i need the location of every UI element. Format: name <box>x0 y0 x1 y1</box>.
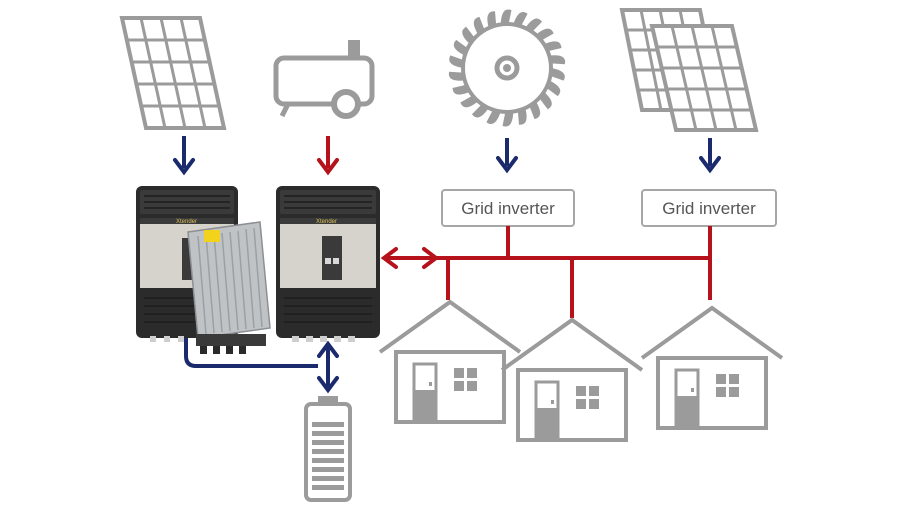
solar-right-arrow <box>699 138 721 174</box>
grid-inverter-box-1: Grid inverter <box>441 189 575 227</box>
turbine-blade <box>448 71 465 81</box>
turbine-blade <box>549 55 566 65</box>
mppt-charge-controller-device <box>187 221 271 354</box>
turbine-blade <box>487 11 497 28</box>
svg-text:Xtender: Xtender <box>316 219 337 225</box>
generator-arrow <box>317 136 339 176</box>
inverter-charger-device-right: Xtender <box>276 186 380 342</box>
grid-inverter-label: Grid inverter <box>662 199 756 218</box>
ac-bus-lines <box>380 226 712 318</box>
solar-panel-icon <box>119 16 227 130</box>
turbine-blade <box>517 108 527 125</box>
turbine-axle <box>503 64 511 72</box>
solar-arrow <box>173 136 195 176</box>
house-icon <box>640 305 784 430</box>
turbine-blade <box>550 68 565 81</box>
generator-icon <box>273 40 375 119</box>
turbine-blade <box>486 109 501 125</box>
turbine-blade <box>500 9 512 25</box>
dc-battery-lines <box>184 338 339 394</box>
house-icon <box>500 317 644 442</box>
grid-inverter-box-2: Grid inverter <box>641 189 777 227</box>
house-icon <box>378 299 522 424</box>
turbine-blade <box>449 55 464 68</box>
grid-inverter-label: Grid inverter <box>461 199 555 218</box>
turbine-blade <box>502 111 514 127</box>
svg-text:Xtender: Xtender <box>176 219 197 225</box>
turbine-arrow <box>496 138 518 174</box>
turbine-blade <box>513 11 528 27</box>
battery-icon <box>304 396 352 502</box>
solar-panels-icon <box>619 8 759 132</box>
water-turbine-icon <box>448 9 566 127</box>
